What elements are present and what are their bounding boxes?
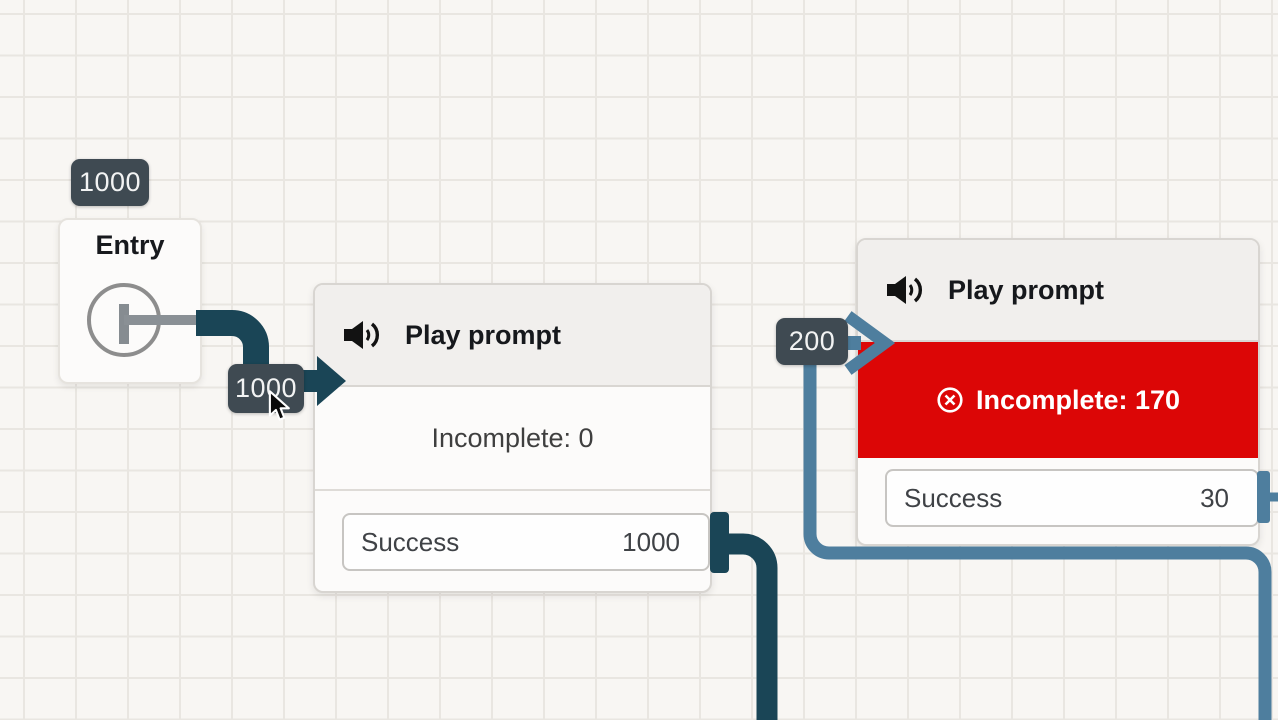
speaker-icon — [344, 321, 379, 349]
node-title: Play prompt — [405, 319, 562, 350]
metric-badge-branch-link-value: 200 — [788, 326, 836, 356]
entry-start-icon — [87, 283, 200, 357]
success-branch-row[interactable]: Success 30 — [885, 469, 1259, 527]
metric-badge-branch-link[interactable]: 200 — [776, 318, 848, 365]
play-prompt-node-1[interactable]: Play prompt Incomplete: 0 Success 1000 — [313, 283, 712, 593]
branch-label: Success — [904, 482, 1003, 513]
entry-node-title: Entry — [95, 230, 165, 260]
metric-badge-entry-value: 1000 — [78, 167, 142, 197]
branch-value: 1000 — [622, 526, 680, 557]
entry-node[interactable]: Entry — [58, 218, 202, 384]
wire-success-1000-down[interactable] — [727, 533, 778, 720]
mouse-cursor-icon — [268, 390, 290, 421]
connector-tab-success-1000[interactable] — [710, 512, 729, 573]
incomplete-error-banner: Incomplete: 170 — [858, 342, 1258, 458]
incomplete-status-text: Incomplete: 170 — [975, 384, 1181, 415]
play-prompt-1-header[interactable]: Play prompt — [315, 285, 710, 387]
speaker-icon — [887, 276, 922, 304]
incomplete-status-text: Incomplete: 0 — [431, 422, 594, 453]
metric-badge-entry[interactable]: 1000 — [71, 159, 149, 206]
incomplete-status: Incomplete: 0 — [315, 387, 710, 491]
success-branch-row[interactable]: Success 1000 — [342, 513, 710, 571]
play-prompt-2-header[interactable]: Play prompt — [858, 240, 1258, 342]
branch-value: 30 — [1200, 482, 1229, 513]
node-title: Play prompt — [948, 274, 1105, 305]
metric-badge-entry-link[interactable]: 1000 — [228, 364, 304, 413]
error-circle-x-icon — [937, 387, 963, 413]
branch-label: Success — [361, 526, 460, 557]
metric-badge-entry-link-value: 1000 — [234, 373, 298, 403]
play-prompt-node-2[interactable]: Play prompt Incomplete: 170 Success 30 — [856, 238, 1260, 546]
